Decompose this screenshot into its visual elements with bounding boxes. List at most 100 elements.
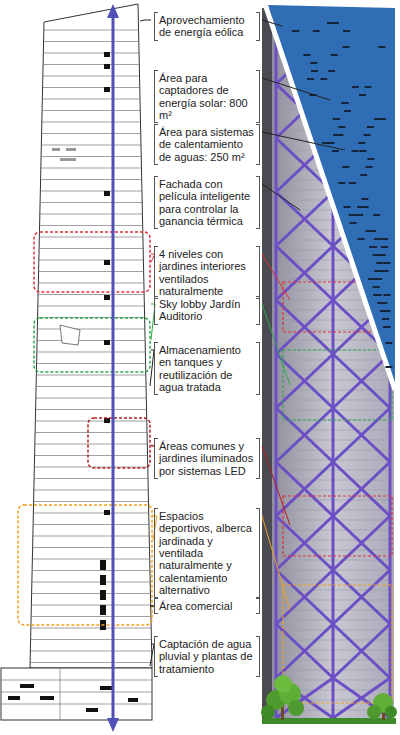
floor-line (32, 559, 149, 560)
floor-line (40, 225, 143, 226)
brace (276, 624, 333, 678)
solar-panel (375, 294, 382, 296)
bracket (256, 12, 260, 41)
floor-line (42, 99, 140, 100)
solar-panel (369, 230, 376, 232)
solar-panel (344, 110, 351, 112)
floor-line (37, 340, 145, 341)
bracket (256, 296, 260, 325)
brace (333, 516, 390, 570)
solar-panel (352, 150, 359, 152)
floor-line (30, 651, 151, 652)
leader-line (262, 304, 290, 385)
floor-line (43, 87, 140, 88)
solar-panel (368, 278, 375, 280)
floor-line (35, 432, 147, 433)
solar-panel (359, 150, 366, 152)
brace (276, 624, 333, 678)
callout-label: Espacios deportivos, alberca jardinada y… (159, 510, 255, 596)
solar-panel (364, 134, 371, 136)
core-block (100, 560, 106, 570)
solar-panel (327, 22, 334, 24)
callout-label: Almacenamiento en tanques y reutilizació… (159, 344, 255, 393)
solar-panel (375, 254, 382, 256)
brace (276, 570, 333, 624)
solar-panel (381, 238, 388, 240)
solar-panel (361, 198, 368, 200)
callout-label: Aprovechamiento de energía eólica (159, 14, 255, 39)
solar-panel (303, 54, 310, 56)
solar-panel (374, 270, 381, 272)
solar-panel (307, 78, 314, 80)
bracket (154, 12, 158, 41)
floor-line (35, 444, 147, 445)
floor-line (31, 628, 151, 629)
brace (276, 192, 333, 246)
floor-line (36, 386, 146, 387)
floor-line (39, 248, 143, 249)
floor-line (36, 398, 146, 399)
floor-line (30, 662, 152, 663)
callout-text: Fachada con película inteligente para co… (159, 178, 255, 227)
bracket (154, 438, 158, 479)
floor-line (31, 616, 151, 617)
floor-line (38, 283, 144, 284)
core-block (104, 52, 110, 57)
solar-panel (385, 366, 392, 368)
brace (276, 300, 333, 354)
floor-line (34, 490, 148, 491)
floor-line (41, 168, 142, 169)
solar-panel (376, 262, 383, 264)
leader-line (262, 446, 290, 525)
solar-panel (367, 158, 374, 160)
floor-line (37, 352, 145, 353)
callout-label: Áreas comunes y jardines iluminados por … (159, 440, 255, 477)
floor-line (43, 53, 139, 54)
callout-text: Sky lobby Jardín Auditorio (159, 298, 255, 323)
floor-line (39, 271, 144, 272)
bracket (256, 636, 260, 677)
brace (276, 570, 333, 624)
callout-label: Área para sistemas de calentamiento de a… (159, 126, 255, 163)
callout-text: Espacios deportivos, alberca jardinada y… (159, 510, 255, 596)
solar-panel (320, 78, 327, 80)
floor-line (38, 306, 145, 307)
leader-line (262, 20, 282, 26)
solar-panel (365, 86, 372, 88)
callout-text: Áreas comunes y jardines iluminados por … (159, 440, 255, 477)
solar-panel (358, 238, 365, 240)
bracket (154, 176, 158, 229)
floor-line (32, 593, 151, 594)
brace (276, 516, 333, 570)
core-block (104, 87, 110, 92)
solar-panel (332, 150, 339, 152)
callout-label: 4 niveles con jardines interiores ventil… (159, 248, 255, 297)
solar-panel (343, 46, 350, 48)
solar-panel (338, 182, 345, 184)
floor-line (40, 214, 143, 215)
solar-panel (373, 214, 380, 216)
floor-line (33, 536, 149, 537)
callout-label: Captación de agua pluvial y plantas de t… (159, 638, 255, 675)
bracket (154, 246, 158, 299)
floor-line (42, 110, 140, 111)
solar-panel (383, 262, 390, 264)
floor-line (33, 513, 148, 514)
solar-panel (343, 30, 350, 32)
floor-line (32, 570, 150, 571)
floor-line (37, 329, 145, 330)
solar-panel (344, 206, 351, 208)
solar-panel (374, 238, 381, 240)
callout-label: Fachada con película inteligente para co… (159, 178, 255, 227)
bracket (256, 508, 260, 598)
brace (333, 354, 390, 408)
brace (276, 408, 333, 462)
solar-panel (358, 142, 365, 144)
callout-label: Área para captadores de energía solar: 8… (159, 72, 255, 121)
solar-panel (378, 46, 385, 48)
solar-panel (349, 214, 356, 216)
solar-panel (381, 302, 388, 304)
solar-panel (342, 102, 349, 104)
solar-panel (360, 174, 367, 176)
solar-panel (379, 118, 386, 120)
